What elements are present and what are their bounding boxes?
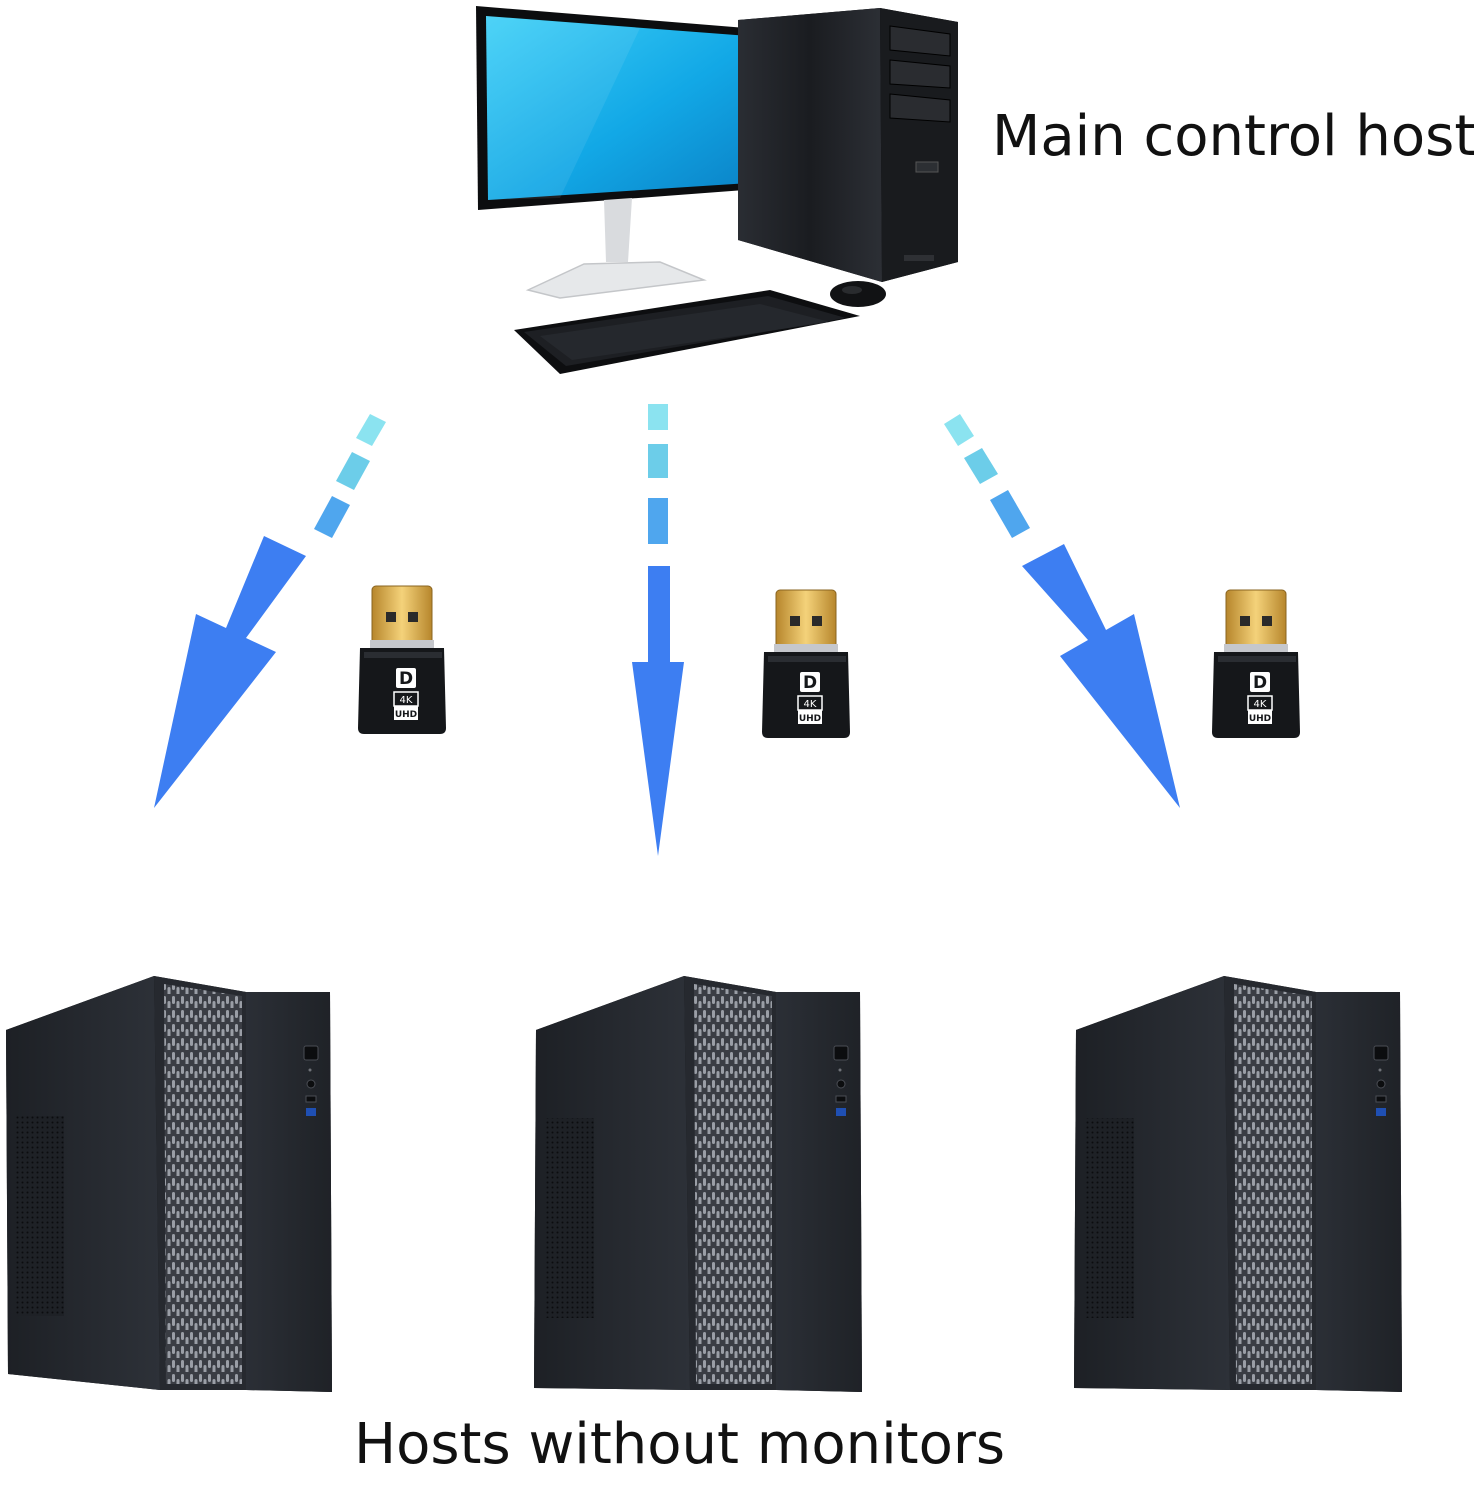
mouse	[830, 281, 886, 307]
adapter-uhd-text: UHD	[799, 714, 821, 724]
adapter-4k-text: 4K	[1254, 699, 1267, 710]
monitor	[476, 6, 772, 299]
headless-host-3	[1074, 976, 1402, 1392]
adapter-logo-text: D	[399, 669, 413, 689]
main-tower	[738, 8, 958, 282]
arrow-right	[944, 414, 1180, 808]
adapter-logo-text: D	[1253, 673, 1267, 693]
adapter-logo-text: D	[803, 673, 817, 693]
adapter-uhd-text: UHD	[395, 710, 417, 720]
arrow-left	[154, 414, 386, 808]
dp-adapter-3: D 4K UHD	[1211, 589, 1301, 739]
dp-adapter-1: D 4K UHD	[357, 585, 447, 735]
headless-host-2	[534, 976, 862, 1392]
adapter-4k-text: 4K	[400, 695, 413, 706]
adapter-4k-text: 4K	[804, 699, 817, 710]
headless-host-1	[6, 976, 332, 1392]
main-control-host	[476, 6, 958, 374]
arrow-center	[632, 404, 684, 856]
keyboard	[514, 290, 860, 374]
adapter-uhd-text: UHD	[1249, 714, 1271, 724]
dp-adapter-2: D 4K UHD	[761, 589, 851, 739]
headless-hosts-label: Hosts without monitors	[354, 1412, 1006, 1477]
main-control-host-label: Main control host	[992, 104, 1474, 169]
